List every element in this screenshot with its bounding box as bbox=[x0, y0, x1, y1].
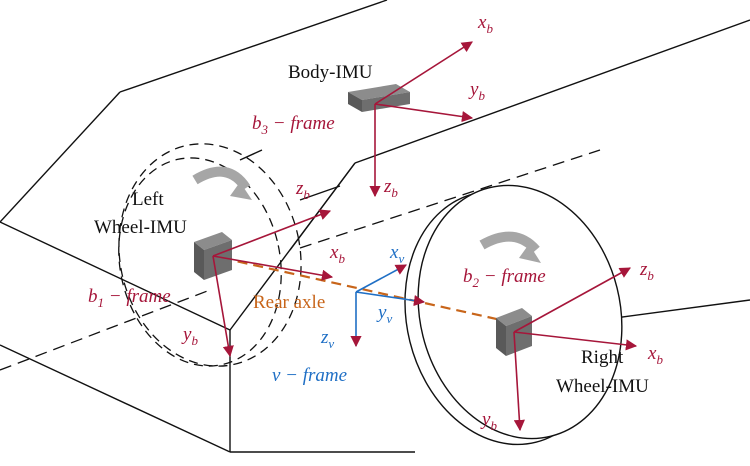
body-z-label: zb bbox=[383, 176, 398, 200]
roof-mid-edge bbox=[354, 19, 750, 164]
right-z-label: zb bbox=[639, 259, 654, 283]
left-x-label: xb bbox=[329, 242, 345, 266]
vehicle-x-axis-arrow bbox=[355, 264, 407, 293]
body-imu-label: Body-IMU bbox=[288, 62, 373, 83]
left-wheel-dashed bbox=[118, 143, 302, 367]
windshield-edge bbox=[0, 91, 121, 223]
right-wheel-imu-label-line1: Right bbox=[581, 347, 624, 368]
b2-frame-label: b2 − frame bbox=[463, 266, 546, 290]
left-frame-axes bbox=[212, 209, 334, 358]
right-x-axis-arrow bbox=[513, 331, 638, 351]
right-x-label: xb bbox=[647, 343, 663, 367]
door-lower-edge bbox=[289, 162, 356, 251]
roof-top-edge bbox=[119, 0, 388, 93]
right-wheel-imu-label-line2: Wheel-IMU bbox=[556, 376, 649, 397]
body-frame-axes bbox=[369, 41, 474, 198]
left-rotation-arrowhead bbox=[230, 182, 252, 200]
hidden-edge-rear bbox=[299, 149, 601, 249]
hidden-edges-dashed bbox=[0, 149, 601, 371]
vehicle-y-axis-arrow bbox=[355, 291, 426, 307]
right-z-axis-arrow bbox=[513, 267, 631, 333]
window-edge-2 bbox=[299, 185, 341, 201]
right-y-label: yb bbox=[480, 409, 497, 433]
right-y-axis-arrow bbox=[513, 331, 525, 432]
body-x-axis-arrow bbox=[374, 41, 473, 105]
vehicle-z-label: zv bbox=[320, 327, 334, 351]
left-wheel-inner bbox=[118, 157, 282, 367]
left-wheel-imu-label-line2: Wheel-IMU bbox=[94, 217, 187, 238]
vehicle-y-label: yv bbox=[376, 302, 392, 326]
right-frame-axes bbox=[513, 267, 638, 432]
left-wheel-outer bbox=[118, 143, 302, 367]
rear-axle-line bbox=[221, 256, 511, 324]
left-z-axis-arrow bbox=[212, 209, 332, 257]
v-frame-label: v − frame bbox=[272, 365, 347, 386]
rear-axle-label: Rear axle bbox=[253, 292, 325, 313]
hood-side-edge bbox=[0, 221, 231, 331]
right-rotation-arrowhead bbox=[519, 244, 541, 263]
bottom-front-edge bbox=[0, 344, 231, 453]
left-wheel-imu-label-line1: Left bbox=[132, 189, 164, 210]
left-x-axis-arrow bbox=[212, 255, 334, 281]
body-y-axis-arrow bbox=[374, 103, 474, 123]
vehicle-body-outline bbox=[0, 0, 750, 453]
left-z-label: zb bbox=[295, 178, 310, 202]
rear-bumper-edge bbox=[599, 299, 750, 321]
b3-frame-label: b3 − frame bbox=[252, 113, 335, 137]
vehicle-frame-axes bbox=[350, 264, 426, 348]
left-wheel-imu-box bbox=[194, 232, 232, 280]
b1-frame-label: b1 − frame bbox=[88, 286, 171, 310]
body-imu-box bbox=[348, 84, 410, 112]
window-edge bbox=[239, 149, 263, 161]
body-x-label: xb bbox=[477, 12, 493, 36]
left-y-axis-arrow bbox=[212, 255, 234, 358]
vehicle-x-label: xv bbox=[389, 242, 404, 266]
body-y-label: yb bbox=[468, 79, 485, 103]
right-rotation-arrow bbox=[479, 231, 540, 254]
left-rotation-arrow bbox=[192, 166, 251, 191]
left-y-label: yb bbox=[181, 324, 198, 348]
